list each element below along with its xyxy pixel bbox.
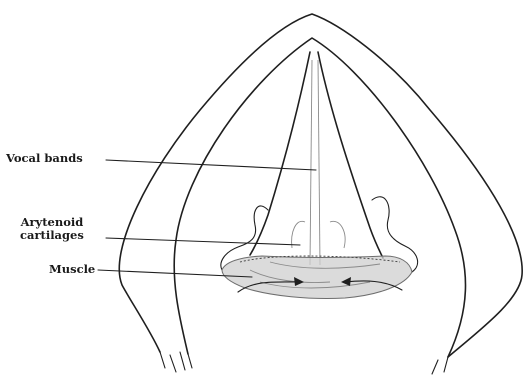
label-muscle: Muscle — [49, 263, 95, 276]
vocal-band-right — [318, 52, 383, 258]
label-vocal-bands: Vocal bands — [6, 152, 83, 165]
left-cornu — [160, 352, 192, 372]
inner-thyroid-line — [174, 38, 465, 357]
arytenoid-inner — [292, 221, 345, 248]
right-cornu — [432, 357, 448, 374]
leader-vocal-bands — [106, 160, 316, 170]
label-arytenoid-cartilages: Arytenoid cartilages — [20, 216, 84, 242]
label-arytenoid-line2: cartilages — [20, 229, 84, 242]
glottis-line-right — [318, 60, 320, 265]
leader-arytenoid — [106, 238, 300, 245]
glottis-line-left — [310, 60, 312, 265]
vocal-band-left — [250, 52, 310, 255]
